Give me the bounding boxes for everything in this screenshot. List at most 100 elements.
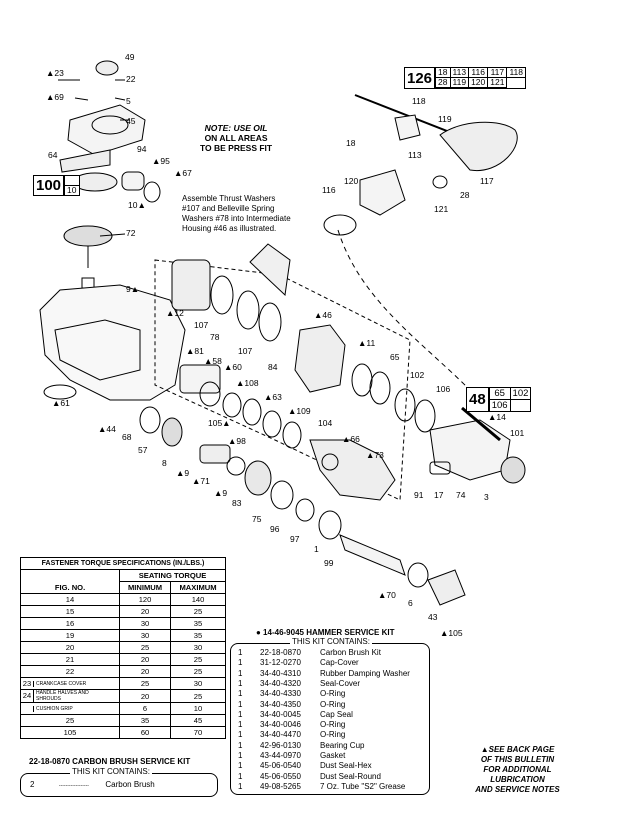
kit-desc: 7 Oz. Tube "S2" Grease [320,781,406,791]
kit-desc: Gasket [320,751,346,760]
part-label: ▲81 [186,346,204,356]
brush-kit-row: 2 ------------------ Carbon Brush [30,780,155,789]
part-label: 94 [137,144,147,154]
part-label: 49 [125,52,135,62]
press-fit-note-line-2: ON ALL AREAS [204,133,268,143]
ref-box-100-main: 100 [34,176,65,195]
back-note-line: OF THIS BULLETIN [480,755,555,764]
part-label: ▲12 [166,308,184,318]
part-label: 107 [194,320,208,330]
part-label: ▲9 [214,488,227,498]
part-label: 8 [162,458,167,468]
part-label: 3 [484,492,489,502]
assemble-note-line-2: #107 and Belleville Spring [182,204,275,213]
torque-spec-table: FASTENER TORQUE SPECIFICATIONS (IN./LBS.… [19,557,226,739]
max-torque: 140 [170,593,226,606]
part-label: 83 [232,498,242,508]
part-label: ▲108 [236,378,259,388]
torque-table-title: FASTENER TORQUE SPECIFICATIONS (IN./LBS.… [20,557,226,570]
part-label: 43 [428,612,438,622]
kit-qty: 1 [238,781,243,791]
fig-desc: CUSHION GRIP [33,706,96,712]
back-note-line: LUBRICATION [490,775,545,784]
part-label: 18 [346,138,356,148]
kit-qty: 1 [238,771,243,781]
fig-desc: CRANKCASE COVER [33,681,96,687]
kit-qty: 1 [238,761,243,771]
min-torque: 20 [119,689,172,703]
part-label: 91 [414,490,424,500]
part-label: 96 [270,524,280,534]
ref-cell: 120 [468,78,488,88]
back-page-note: ▲SEE BACK PAGE OF THIS BULLETIN FOR ADDI… [455,745,580,795]
part-label: 118 [412,96,426,106]
ref-cell: 121 [487,78,507,88]
part-label: 120 [344,176,358,186]
kit-qty: 1 [238,689,243,699]
kit-part: ------------------ [58,783,89,789]
part-label: 45 [126,116,136,126]
max-torque: 45 [170,714,226,727]
part-label: 84 [268,362,278,372]
ref-box-100: 100 10 [33,175,80,196]
assemble-note-line-4: Housing #46 as illustrated. [182,224,277,233]
min-torque: 20 [119,653,172,666]
kit-part: 43-44-0970 [260,751,301,760]
part-label: ▲23 [46,68,64,78]
ref-box-48-main: 48 [467,388,489,411]
kit-desc: Carbon Brush [105,780,155,789]
part-label: ▲63 [264,392,282,402]
kit-desc: Carbon Brush Kit [320,648,381,657]
part-label: ▲70 [378,590,396,600]
part-label: 116 [322,185,336,195]
press-fit-note-line-1: NOTE: USE OIL [204,123,268,133]
min-torque: 120 [119,593,172,606]
fig-no: 14 [19,593,121,606]
ref-cell: 10 [64,185,79,195]
part-label: 101 [510,428,524,438]
part-label: 68 [122,432,132,442]
part-label: ▲105 [440,628,463,638]
ref-cell: 102 [509,388,531,400]
kit-qty: 1 [238,658,243,668]
part-label: ▲44 [98,424,116,434]
part-label: 28 [460,190,470,200]
part-label: ▲95 [152,156,170,166]
kit-part: 34-40-4310 [260,668,301,678]
part-label: 74 [456,490,466,500]
kit-qty: 1 [238,699,243,709]
kit-desc: Seal-Cover [320,678,361,688]
part-label: ▲71 [192,476,210,486]
kit-part: 45-06-0540 [260,761,301,771]
press-fit-note: NOTE: USE OIL ON ALL AREAS TO BE PRESS F… [200,123,272,153]
kit-part: 34-40-0045 [260,709,301,719]
kit-desc: O-Ring [320,730,346,740]
max-torque: 35 [170,617,226,630]
part-label: 57 [138,445,148,455]
kit-part: 45-06-0550 [260,771,301,781]
kit-qty: 2 [30,780,35,789]
kit-part: 22-18-0870 [260,648,301,657]
min-torque: 30 [119,617,172,630]
part-label: 9▲ [126,284,139,294]
press-fit-note-line-3: TO BE PRESS FIT [200,143,273,153]
part-label: ▲69 [46,92,64,102]
part-label: ▲67 [174,168,192,178]
part-label: 107 [238,346,252,356]
ref-cell: 18 [435,68,450,78]
